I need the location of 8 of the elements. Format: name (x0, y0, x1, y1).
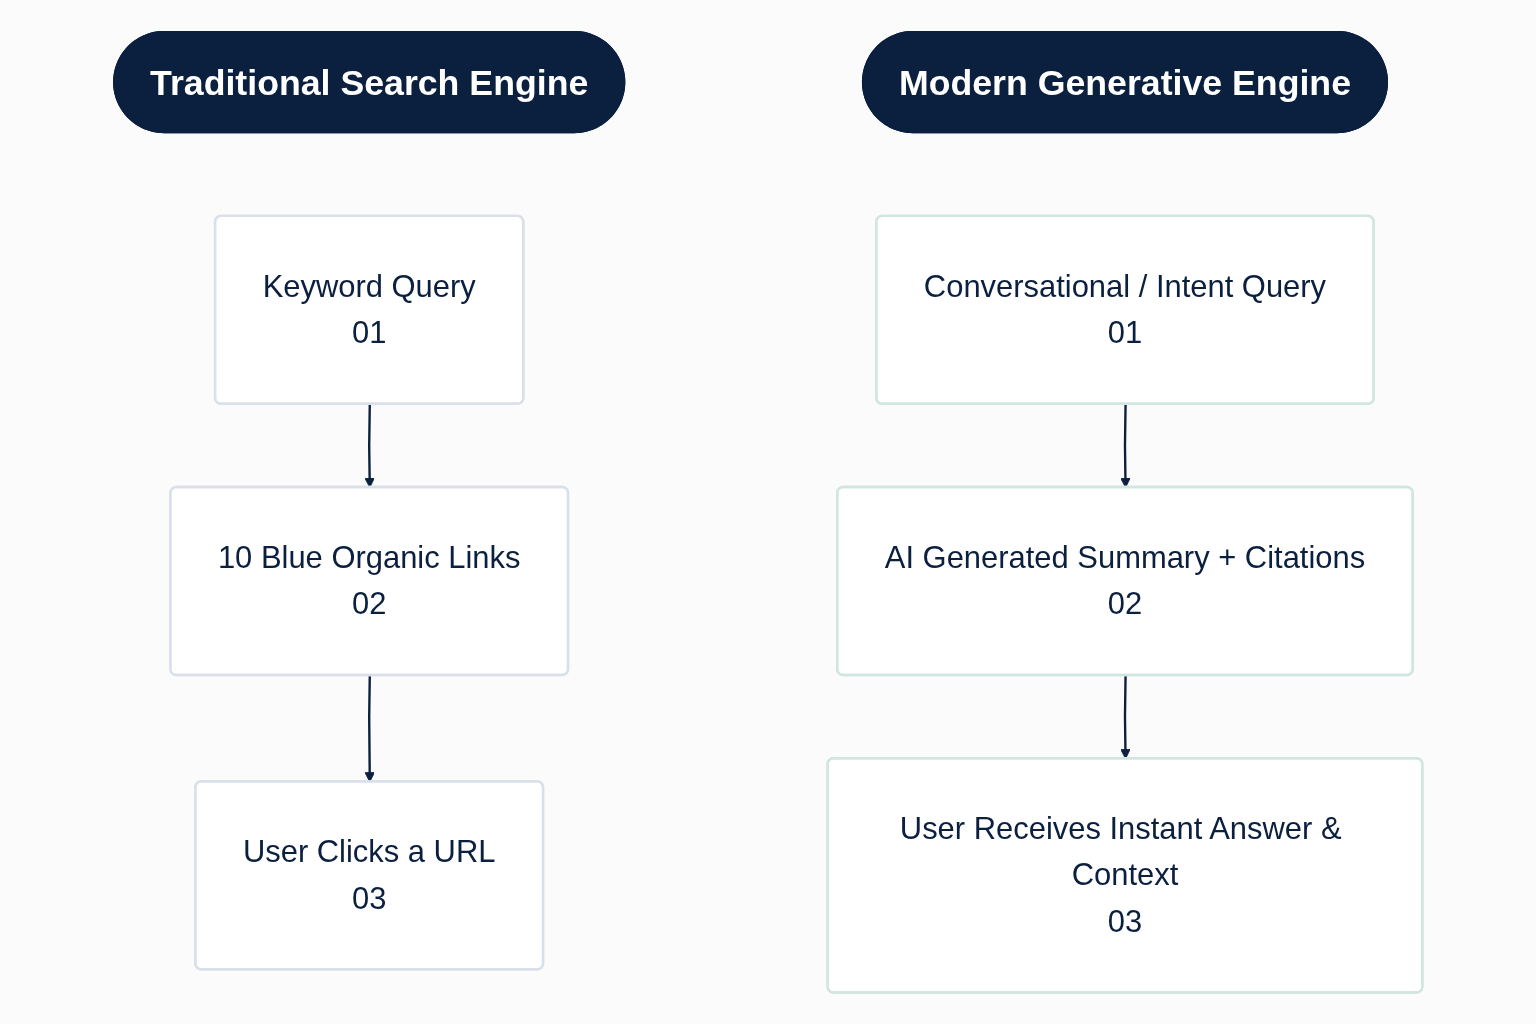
process-box: Keyword Query 01 (213, 214, 525, 405)
header-pill: Modern Generative Engine (861, 30, 1388, 134)
header-pill: Traditional Search Engine (113, 30, 626, 134)
process-box: Conversational / Intent Query 01 (875, 214, 1375, 405)
process-box: AI Generated Summary + Citations 02 (836, 485, 1414, 677)
process-box: 10 Blue Organic Links 02 (169, 485, 570, 677)
process-box: User Receives Instant Answer & Context 03 (826, 757, 1424, 994)
process-box: User Clicks a URL 03 (194, 780, 545, 971)
